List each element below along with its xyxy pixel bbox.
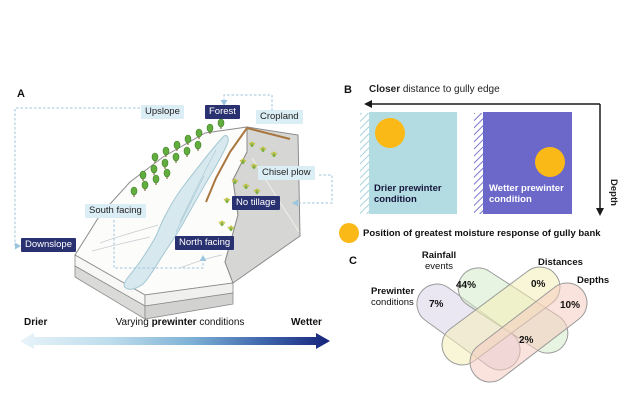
closer-distance-arrowhead: [364, 100, 372, 108]
wetter-box-title: Wetter prewinter condition: [489, 183, 564, 206]
gradient-center-prefix: Varying: [115, 317, 152, 328]
gradient-label-drier: Drier: [24, 317, 48, 328]
connector-chiselplow-notillage: [294, 174, 333, 204]
panel-b-header-rest: distance to gully edge: [400, 84, 500, 95]
panel-b-letter: B: [344, 84, 352, 96]
drier-box-hatch: [360, 113, 369, 214]
dashed-connectors: [14, 94, 333, 269]
gradient-label-wetter: Wetter: [291, 317, 322, 328]
venn-label-rainfall-bold: Rainfall: [421, 250, 457, 261]
label-cropland: Cropland: [256, 110, 303, 125]
label-downslope: Downslope: [21, 238, 76, 253]
gradient-label-center: Varying prewinter conditions: [110, 317, 250, 328]
moisture-circle-drier: [375, 118, 405, 148]
drier-box-title-line1: Drier prewinter: [374, 183, 442, 194]
venn-label-prewinter-rest: conditions: [371, 296, 414, 308]
label-north-facing: North facing: [175, 236, 235, 251]
wetter-box-title-line2: condition: [489, 193, 532, 205]
venn-label-rainfall: Rainfall events: [408, 250, 470, 273]
label-forest: Forest: [205, 105, 240, 120]
venn-label-distances: Distances: [538, 257, 583, 268]
hillslope-block: [14, 94, 333, 349]
venn-diagram: [416, 266, 588, 383]
panel-c-letter: C: [349, 255, 357, 267]
drier-box-title: Drier prewinter condition: [374, 183, 442, 206]
moisture-circle-wetter: [535, 147, 565, 177]
venn-value-center: 2%: [519, 335, 534, 346]
wetter-box-title-line1: Wetter prewinter: [489, 183, 564, 194]
legend-moisture-circle: [339, 223, 359, 243]
gully-shape: [123, 135, 229, 290]
venn-label-depths: Depths: [577, 275, 610, 286]
label-no-tillage: No tillage: [232, 196, 280, 211]
depth-axis-label: Depth: [608, 179, 619, 206]
panel-a-letter: A: [17, 88, 25, 100]
label-south-facing: South facing: [85, 204, 146, 219]
panel-b-header: Closer distance to gully edge: [369, 84, 500, 95]
depth-arrowhead: [596, 208, 604, 216]
venn-value-prewinter: 7%: [429, 299, 444, 310]
dashed-connector-arrowheads: [15, 100, 298, 261]
venn-label-prewinter: Prewinter conditions: [371, 286, 415, 309]
venn-value-distances: 0%: [531, 279, 546, 290]
connector-upslope-downslope: [14, 107, 140, 246]
venn-value-rainfall: 44%: [456, 280, 477, 291]
gully-bank-schematic: [339, 100, 604, 243]
venn-label-prewinter-bold: Prewinter: [371, 286, 415, 297]
wetter-box-hatch: [474, 113, 483, 214]
gully-stream-lines: [175, 149, 217, 233]
hill-front-right-base: [144, 292, 234, 320]
venn-capsule-depths: [469, 282, 588, 383]
label-chisel-plow: Chisel plow: [258, 166, 315, 181]
gradient-center-suffix: conditions: [196, 317, 245, 328]
drier-box-title-line2: condition: [374, 193, 417, 205]
label-upslope: Upslope: [141, 105, 184, 120]
venn-label-rainfall-rest: events: [425, 260, 453, 272]
connector-southfacing-northfacing: [113, 220, 204, 269]
field-boundary-lines: [205, 127, 291, 203]
prewinter-gradient-arrow: [20, 333, 330, 349]
moisture-legend-text: Position of greatest moisture response o…: [363, 228, 601, 239]
venn-value-depths: 10%: [560, 300, 581, 311]
gradient-center-bold: prewinter: [151, 317, 197, 328]
panel-b-header-bold: Closer: [369, 84, 401, 95]
